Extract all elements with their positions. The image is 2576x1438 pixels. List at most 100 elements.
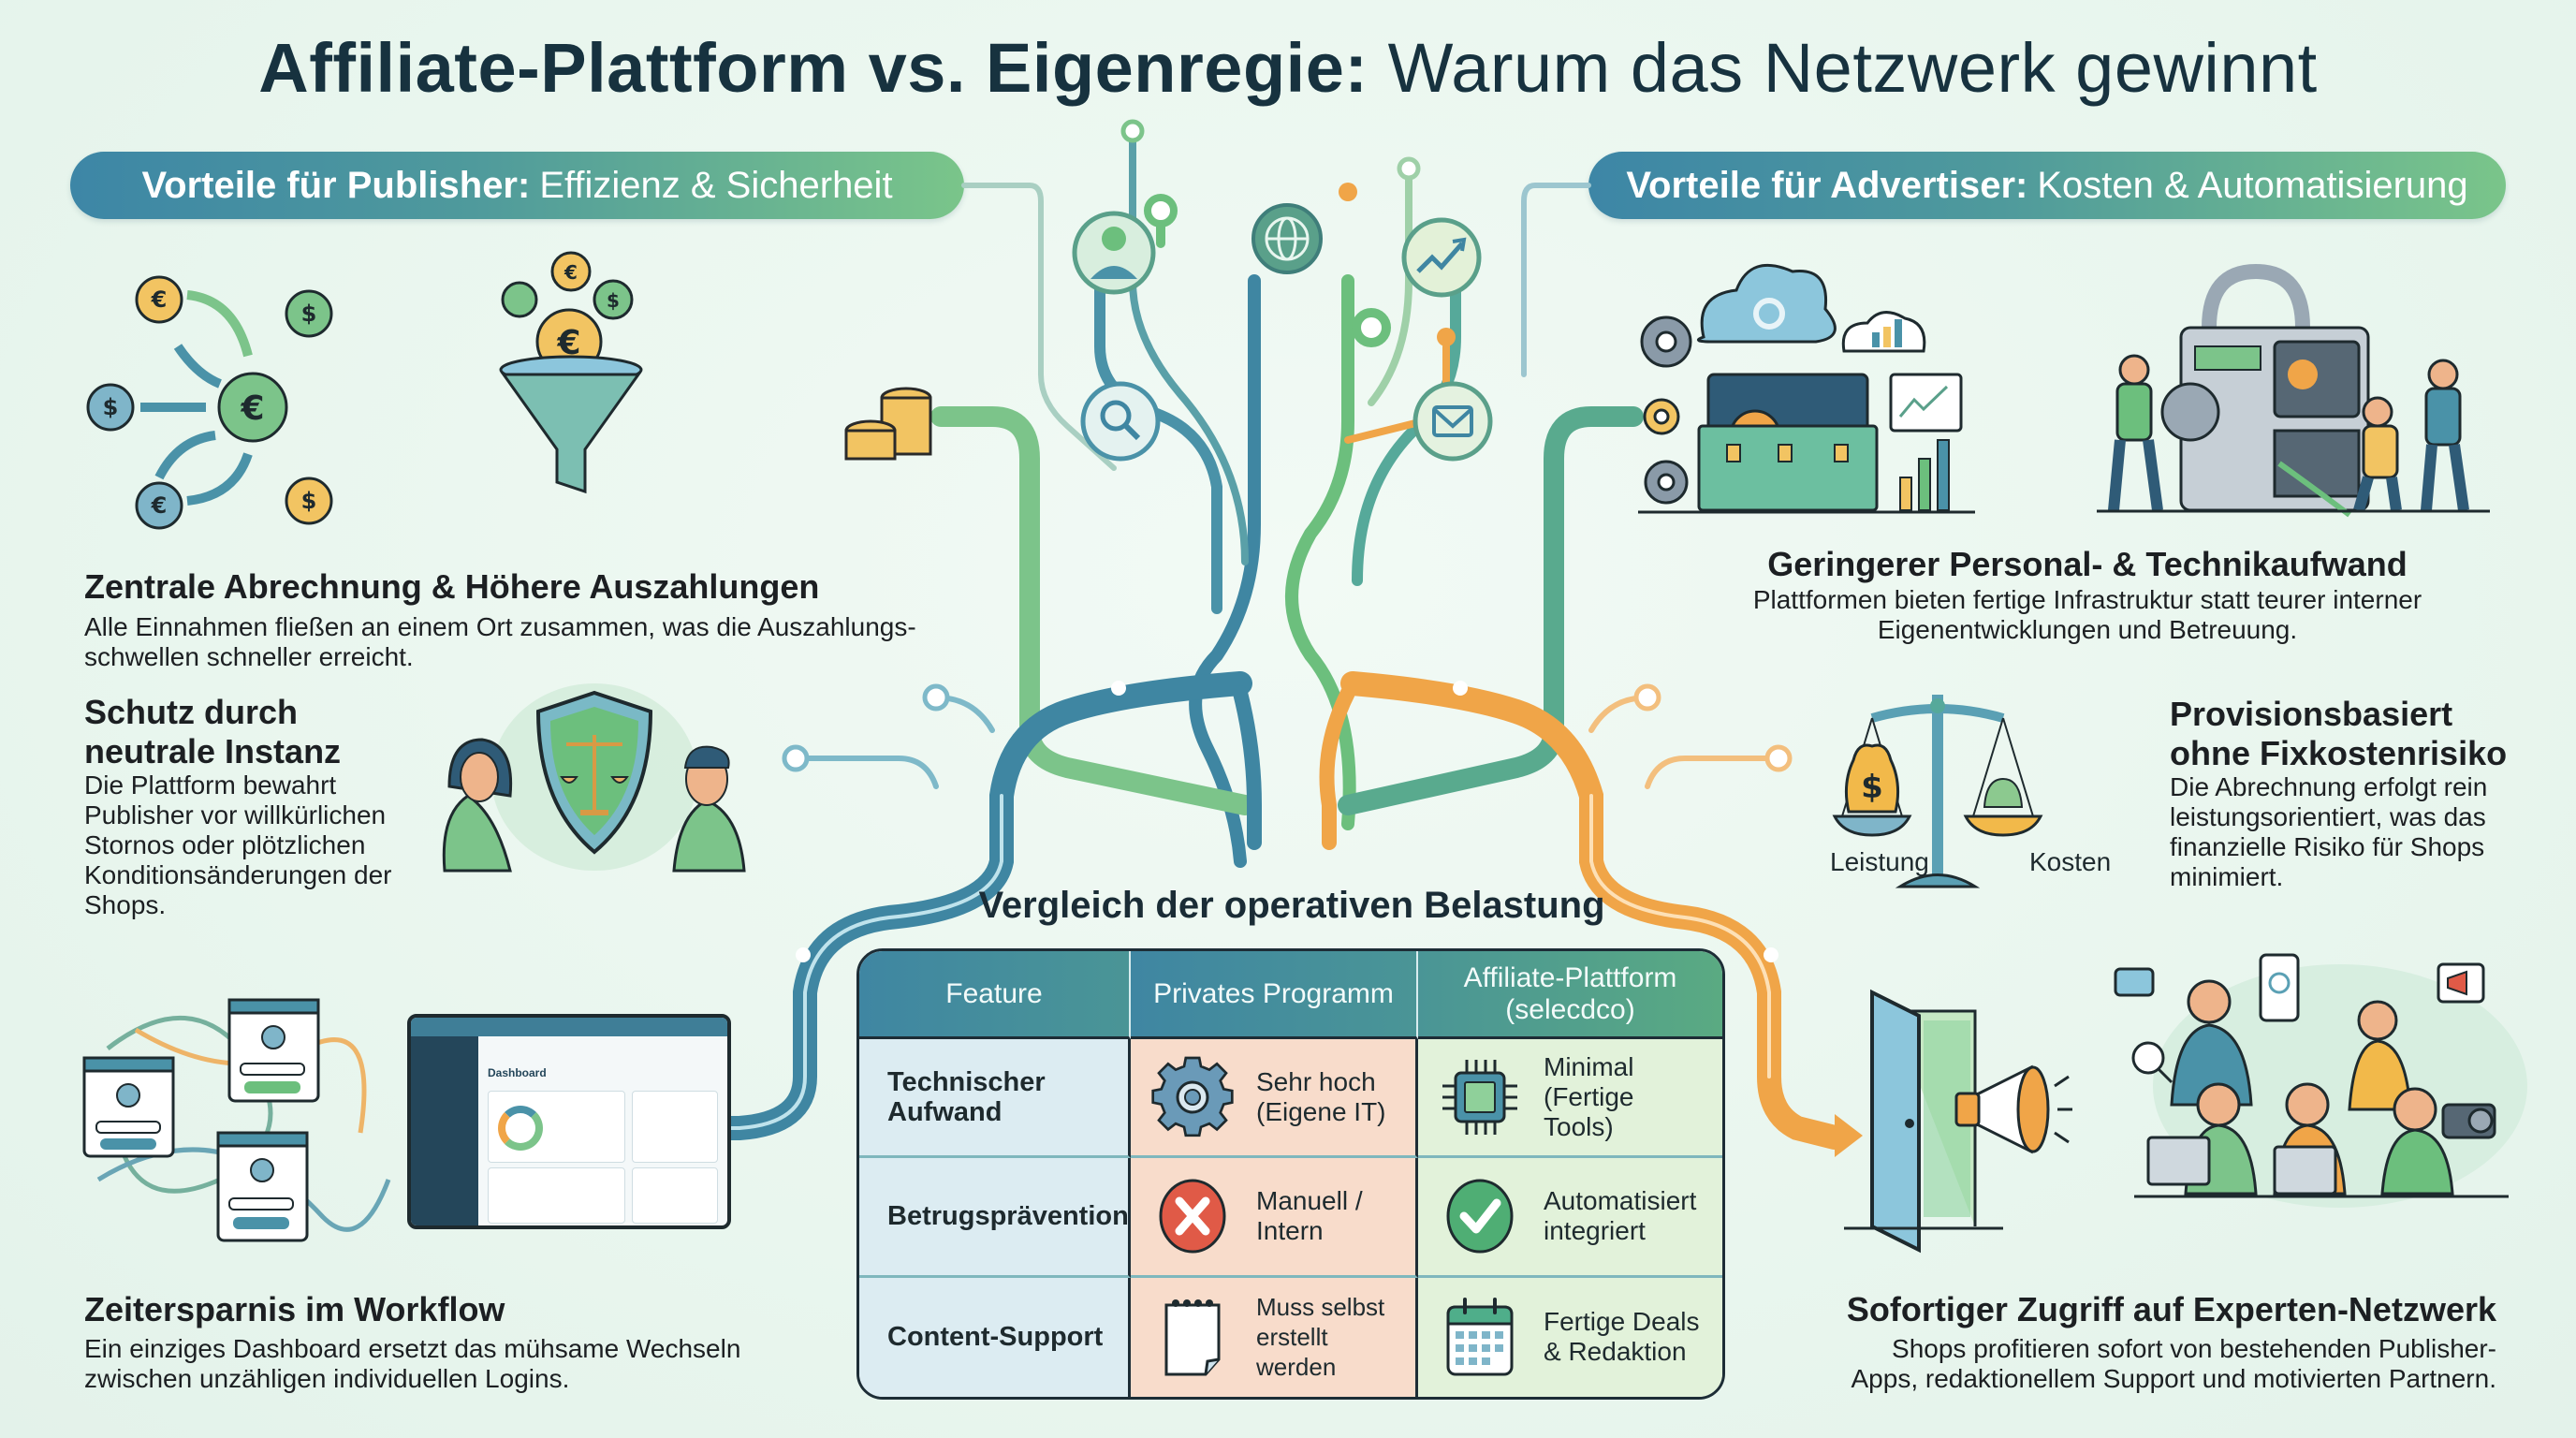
private-value: Muss selbst erstellt werden	[1256, 1293, 1385, 1382]
donut-chart-icon	[498, 1106, 543, 1151]
user-icon	[1072, 211, 1156, 295]
node-dot	[796, 947, 811, 962]
login-window	[82, 1056, 175, 1158]
publisher-pill-bold: Vorteile für Publisher:	[141, 164, 531, 206]
advertiser-benefit-1-body: Plattformen bieten fertige Infrastruktur…	[1752, 585, 2422, 644]
coins-icon	[844, 387, 932, 461]
gear-icon	[1148, 1052, 1237, 1142]
svg-text:$: $	[103, 394, 119, 420]
dashboard-bar-card	[488, 1167, 625, 1224]
row-platform-cell: Fertige Deals & Redaktion	[1418, 1277, 1722, 1397]
svg-text:€: €	[151, 492, 168, 519]
publisher-benefit-1-body: Alle Einnahmen fließen an einem Ort zusa…	[84, 612, 916, 671]
node-dot	[1352, 308, 1391, 347]
x-circle-icon	[1148, 1171, 1237, 1261]
platform-value: Minimal (Fertige Tools)	[1544, 1052, 1634, 1142]
calendar-icon	[1435, 1292, 1525, 1382]
node-dot	[1111, 681, 1126, 696]
globe-icon	[1251, 203, 1323, 274]
svg-text:$: $	[1861, 769, 1883, 806]
dashboard-gauge-card	[632, 1091, 718, 1163]
publisher-benefit-1-heading: Zentrale Abrechnung & Höhere Auszahlunge…	[84, 567, 820, 606]
row-feature-cell: Technischer Aufwand	[859, 1039, 1131, 1159]
node-dot	[1764, 947, 1778, 962]
trend-icon	[1401, 217, 1482, 298]
svg-text:$: $	[607, 289, 620, 312]
svg-text:$: $	[301, 488, 317, 514]
row-feature-cell: Content-Support	[859, 1277, 1131, 1397]
publisher-pill-regular: Effizienz & Sicherheit	[539, 164, 893, 206]
row-platform-cell: Automatisiert integriert	[1418, 1158, 1722, 1278]
title-regular: Warum das Netzwerk gewinnt	[1387, 29, 2318, 107]
dashboard-label: Dashboard	[488, 1066, 547, 1079]
scale-label-leistung: Leistung	[1830, 847, 1929, 876]
balance-scale-icon: $	[1832, 695, 2043, 888]
column-header-platform: Affiliate-Plattform (selecdco)	[1418, 951, 1722, 1039]
row-private-cell: Muss selbst erstellt werden	[1131, 1277, 1418, 1397]
scale-label-kosten: Kosten	[2029, 847, 2112, 876]
people-network-icon	[2114, 953, 2527, 1208]
advertiser-pill-bold: Vorteile für Advertiser:	[1626, 164, 2028, 206]
node-dot	[1633, 683, 1661, 712]
svg-text:€: €	[240, 389, 264, 428]
row-platform-cell: Minimal (Fertige Tools)	[1418, 1039, 1722, 1159]
dashboard-donut-card	[488, 1091, 625, 1163]
dashboard-list-card	[632, 1167, 718, 1224]
machine-workers-icon	[2097, 263, 2490, 518]
login-window	[216, 1131, 309, 1242]
cloud-toolbox-icon	[1638, 263, 1975, 514]
dashboard-titlebar	[411, 1018, 727, 1036]
open-door-icon	[1844, 989, 2003, 1254]
publisher-section-pill: Vorteile für Publisher: Effizienz & Sich…	[70, 152, 964, 219]
advertiser-benefit-2-body: Die Abrechnung erfolgt rein leistungsori…	[2170, 772, 2488, 891]
notepad-icon	[1148, 1292, 1237, 1382]
coins-flow-icon: € $ $ € € $	[86, 275, 333, 530]
arrow-to-door-icon	[1835, 1114, 1863, 1157]
private-value: Manuell / Intern	[1256, 1186, 1363, 1246]
node-dot	[1437, 328, 1456, 346]
svg-text:€: €	[564, 261, 578, 284]
login-window	[227, 998, 320, 1103]
advertiser-benefit-3-heading: Sofortiger Zugriff auf Experten-Netzwerk	[1846, 1290, 2496, 1328]
row-private-cell: Sehr hoch (Eigene IT)	[1131, 1039, 1418, 1159]
advertiser-benefit-3-body: Shops profitieren sofort von bestehenden…	[1851, 1334, 2497, 1393]
dashboard-icon: Dashboard	[407, 1014, 731, 1229]
node-dot	[1339, 183, 1357, 201]
node-dot	[1120, 119, 1145, 143]
column-header-feature: Feature	[859, 951, 1131, 1039]
platform-value: Fertige Deals & Redaktion	[1544, 1307, 1700, 1367]
megaphone-icon	[1954, 1064, 2072, 1154]
svg-text:$: $	[301, 301, 317, 327]
row-private-cell: Manuell / Intern	[1131, 1158, 1418, 1278]
platform-value: Automatisiert integriert	[1544, 1186, 1697, 1246]
publisher-benefit-2-heading: Schutz durch neutrale Instanz	[84, 693, 342, 770]
mail-icon	[1412, 381, 1493, 462]
advertiser-benefit-1-heading: Geringerer Personal- & Technikaufwand	[1767, 545, 2408, 583]
node-dot	[782, 744, 810, 772]
dashboard-sidebar	[411, 1036, 478, 1225]
row-feature-cell: Betrugsprävention	[859, 1158, 1131, 1278]
advertiser-benefit-2-heading: Provisionsbasiert ohne Fixkostenrisiko	[2170, 695, 2508, 772]
login-windows-icon	[82, 998, 391, 1242]
private-value: Sehr hoch (Eigene IT)	[1256, 1067, 1386, 1127]
publisher-benefit-3-heading: Zeitersparnis im Workflow	[84, 1290, 505, 1328]
chip-icon	[1435, 1052, 1525, 1142]
node-dot	[1144, 194, 1178, 227]
node-dot	[1764, 744, 1793, 772]
check-circle-icon	[1435, 1171, 1525, 1261]
money-funnel-icon: € € $	[499, 251, 643, 494]
column-header-private: Privates Programm	[1131, 951, 1418, 1039]
node-dot	[1453, 681, 1468, 696]
advertiser-pill-regular: Kosten & Automatisierung	[2037, 164, 2468, 206]
search-icon	[1080, 381, 1161, 462]
node-dot	[922, 683, 950, 712]
publisher-benefit-3-body: Ein einziges Dashboard ersetzt das mühsa…	[84, 1334, 741, 1393]
comparison-title: Vergleich der operativen Belastung	[978, 885, 1605, 926]
advertiser-section-pill: Vorteile für Advertiser: Kosten & Automa…	[1588, 152, 2506, 219]
publisher-benefit-2-body: Die Plattform bewahrt Publisher vor will…	[84, 770, 392, 919]
shield-scale-icon	[442, 683, 746, 873]
title-bold: Affiliate-Plattform vs. Eigenregie:	[258, 29, 1368, 107]
node-dot	[1397, 156, 1421, 181]
svg-text:€: €	[151, 286, 168, 313]
